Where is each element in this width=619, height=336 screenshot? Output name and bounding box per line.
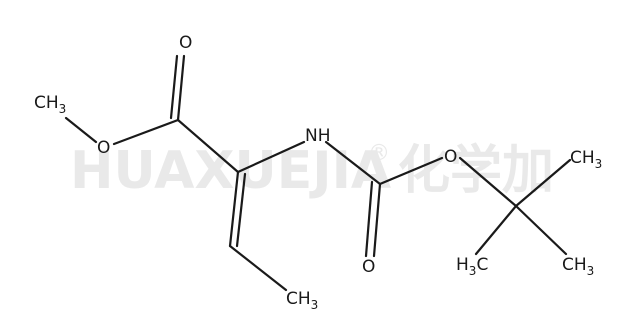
atom-carbamate-oxygen: O (444, 147, 457, 167)
watermark-registered-mark: ® (368, 141, 390, 166)
bond-quaternary-ch3-right (514, 204, 568, 256)
atom-tbu-methyl-top: CH3 (570, 148, 602, 171)
bond-o-carbonyl (112, 118, 180, 146)
atom-methyl-ester: CH3 (34, 93, 66, 116)
bond-alpha-nh (236, 140, 306, 174)
atom-carbonyl-oxygen: O (179, 33, 192, 53)
bond-carbonyl-double-1 (176, 54, 186, 122)
bond-carbonyl-double-2 (169, 54, 179, 120)
bond-vinyl-ch3 (228, 244, 288, 292)
bond-quaternary-ch3-top (514, 158, 572, 208)
bond-alkene-1 (228, 170, 240, 248)
bond-carbamate-o (378, 156, 444, 186)
atom-carbamate-carbonyl-oxygen: O (362, 257, 375, 277)
bond-carbamate-double-2 (364, 180, 374, 258)
bond-o-quaternary (458, 156, 518, 208)
bond-carbamate-double-1 (372, 182, 382, 258)
atom-vinyl-methyl: CH3 (286, 289, 318, 312)
watermark: HUAXUEJIA ® 化学加 (70, 141, 554, 201)
atom-amine: NH (305, 126, 331, 146)
bonds (64, 54, 572, 292)
atom-tbu-methyl-right: CH3 (562, 255, 594, 278)
bond-carbonyl-alpha (176, 118, 240, 174)
atom-tbu-methyl-left: H3C (456, 255, 488, 278)
bond-ch3-o (64, 116, 98, 144)
bond-nh-carbamate (324, 140, 382, 186)
atom-ester-oxygen: O (97, 138, 110, 158)
bond-quaternary-ch3-left (474, 204, 518, 256)
atom-labels: CH3 O O NH O O CH3 H3C CH3 CH3 (34, 33, 602, 312)
watermark-brand: HUAXUEJIA (70, 141, 391, 201)
bond-alkene-2 (235, 172, 247, 248)
